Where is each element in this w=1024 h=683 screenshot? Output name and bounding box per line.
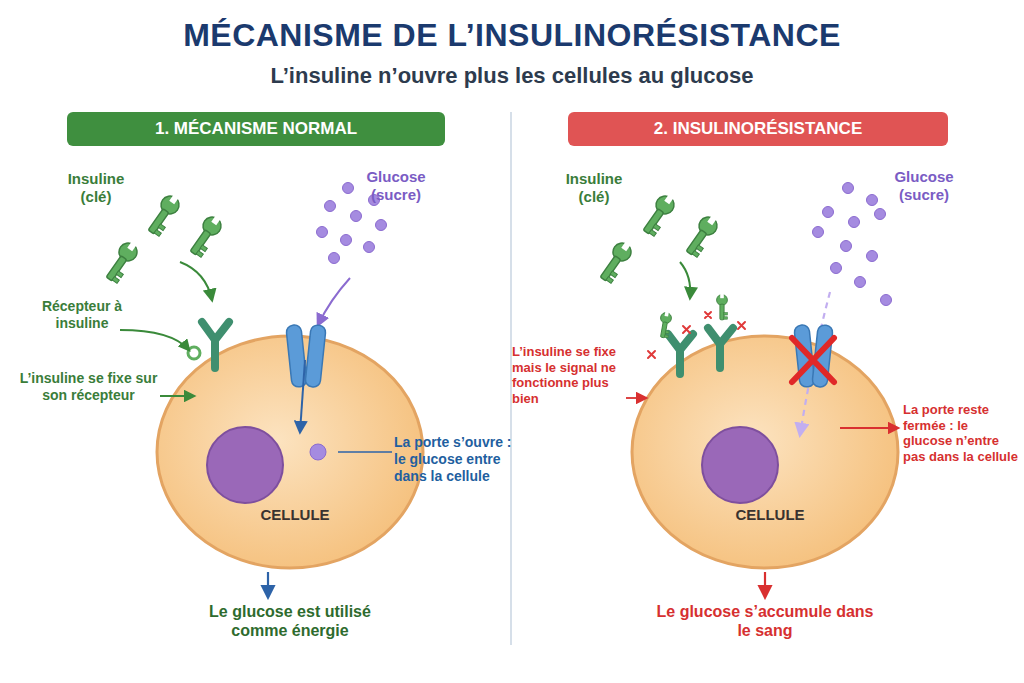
insulin-keys xyxy=(596,191,722,284)
insulin-key xyxy=(144,191,184,237)
fail-mark xyxy=(705,312,711,318)
cell-node: CELLULE xyxy=(155,334,425,570)
leader-arrow xyxy=(840,427,898,429)
cell-membrane xyxy=(157,336,423,568)
band-title: 1. MÉCANISME NORMAL xyxy=(155,119,357,139)
cell-outline xyxy=(630,334,900,570)
fail-mark xyxy=(738,322,745,329)
signal-fail-marks xyxy=(648,312,745,358)
insulin-key xyxy=(682,212,722,258)
down-arrow xyxy=(267,572,269,597)
glucose-channel xyxy=(794,324,815,387)
leader-arrow xyxy=(626,397,646,399)
glucose-dot xyxy=(849,217,860,228)
result-note: Le glucose est utilisé comme énergie xyxy=(180,602,400,640)
glucose-dot xyxy=(351,211,362,222)
glucose-dot xyxy=(325,201,336,212)
insulin-receptor xyxy=(202,322,229,368)
cell-node: CELLULE xyxy=(630,334,900,570)
insulin-key xyxy=(596,238,636,284)
callout-note: La porte reste fermée : le glucose n’ent… xyxy=(903,402,1019,464)
glucose-dot xyxy=(317,227,328,238)
insulin-key xyxy=(186,212,226,258)
insulin-receptor xyxy=(668,334,693,374)
glucose-dot xyxy=(364,242,375,253)
glucose-dot xyxy=(343,183,354,194)
subtitle: L’insuline n’ouvre plus les cellules au … xyxy=(0,63,1024,89)
insulin-label: Insuline (clé) xyxy=(558,170,630,206)
insulin-keys xyxy=(102,191,226,284)
diagram-title: MÉCANISME DE L’INSULINORÉSISTANCE xyxy=(0,18,1024,53)
glucose-dot xyxy=(867,195,878,206)
band-title: 2. INSULINORÉSISTANCE xyxy=(654,119,862,139)
header-band: 2. INSULINORÉSISTANCE xyxy=(568,112,948,146)
insulin-label: Insuline (clé) xyxy=(60,170,132,206)
fail-mark xyxy=(648,351,655,358)
blocked-glucose-arrow xyxy=(800,292,830,435)
callout-note: L’insuline se fixe mais le signal ne fon… xyxy=(512,344,636,406)
glucose-arrow xyxy=(318,278,350,325)
callout-note: La porte s’ouvre : le glucose entre dans… xyxy=(394,434,526,484)
glucose-dot xyxy=(831,263,842,274)
insulin-arrow xyxy=(680,262,690,298)
insulin-arrow xyxy=(180,262,212,300)
nucleus xyxy=(207,427,283,503)
cell-label: CELLULE xyxy=(640,506,900,523)
glucose-dot xyxy=(376,220,387,231)
closed-cross xyxy=(792,338,834,382)
glucose-dot xyxy=(881,295,892,306)
leader-line xyxy=(338,451,392,453)
cell-outline xyxy=(155,334,425,570)
glucose-dot xyxy=(813,227,824,238)
insulin-key xyxy=(639,191,679,237)
glucose-entry-arrow xyxy=(300,360,305,432)
glucose-label: Glucose (sucre) xyxy=(888,168,960,204)
down-arrow xyxy=(764,572,766,597)
glucose-channel xyxy=(286,324,307,387)
glucose-dot xyxy=(843,183,854,194)
callout-note: L’insuline se fixe sur son récepteur xyxy=(16,370,161,404)
leader-arrow xyxy=(120,330,189,350)
glucose-dot xyxy=(329,253,340,264)
bound-insulin xyxy=(188,347,200,359)
glucose-dot xyxy=(855,277,866,288)
insulin-receptor xyxy=(708,328,733,368)
receptor-label: Récepteur à insuline xyxy=(32,298,132,332)
fail-mark xyxy=(683,326,690,333)
glucose-label: Glucose (sucre) xyxy=(360,168,432,204)
glucose-dot xyxy=(841,241,852,252)
glucose-dot xyxy=(341,235,352,246)
insulin-key xyxy=(102,238,142,284)
cell-membrane xyxy=(632,336,898,568)
glucose-dot xyxy=(875,209,886,220)
header-band: 1. MÉCANISME NORMAL xyxy=(67,112,445,146)
glucose-channel xyxy=(305,324,326,387)
bound-insulin-key xyxy=(717,293,728,319)
glucose-dot xyxy=(310,444,326,460)
glucose-dot xyxy=(867,251,878,262)
result-note: Le glucose s’accumule dans le sang xyxy=(655,602,875,640)
leader-arrow xyxy=(160,395,194,397)
panel-divider xyxy=(510,112,512,645)
cell-label: CELLULE xyxy=(165,506,425,523)
glucose-dots xyxy=(813,183,892,306)
bound-insulin-key xyxy=(657,311,672,339)
glucose-channel xyxy=(812,324,833,387)
nucleus xyxy=(702,427,778,503)
glucose-dot xyxy=(823,207,834,218)
